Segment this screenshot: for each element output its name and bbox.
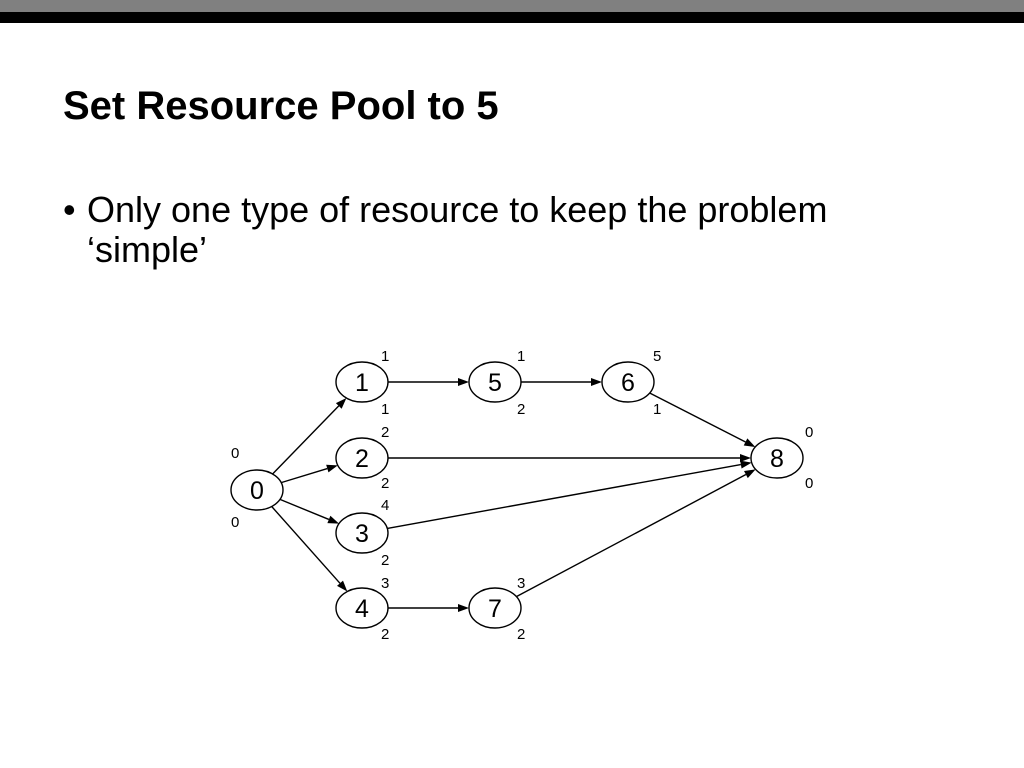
node-circle	[601, 361, 655, 403]
node-6: 6 5 1	[601, 348, 661, 418]
node-circle	[468, 361, 522, 403]
bullet-text: Only one type of resource to keep the pr…	[87, 189, 828, 270]
arrowhead	[458, 604, 469, 612]
node-top-value: 3	[517, 575, 525, 592]
edge-7-8	[516, 469, 756, 598]
edge-3-8	[387, 460, 752, 530]
node-top-value: 0	[231, 445, 239, 462]
edge-6-8	[649, 392, 756, 447]
node-7: 73 2	[468, 575, 525, 643]
node-4: 43 2	[335, 575, 389, 643]
edge-4-7	[388, 604, 469, 612]
node-bottom-value: 2	[517, 626, 525, 643]
arrowhead	[326, 464, 338, 473]
arrowhead	[591, 378, 602, 386]
node-bottom-value: 0	[805, 475, 813, 492]
node-top-value: 2	[381, 424, 389, 441]
top-bar-black	[0, 12, 1024, 23]
edge-1-5	[388, 378, 469, 386]
node-circle	[335, 512, 389, 554]
node-circle	[335, 361, 389, 403]
bullet-item: • Only one type of resource to keep the …	[63, 190, 963, 270]
node-top-value: 0	[805, 424, 813, 441]
node-5: 51 2	[468, 348, 525, 418]
node-top-value: 1	[381, 348, 389, 365]
edge-0-2	[280, 464, 338, 484]
node-8: 8 0 0	[750, 424, 813, 492]
node-label: 6	[621, 369, 635, 397]
node-label: 1	[355, 369, 369, 397]
node-label: 0	[250, 477, 264, 505]
node-bottom-value: 2	[381, 475, 389, 492]
bullet-mark: •	[63, 189, 76, 230]
node-label: 2	[355, 445, 369, 473]
arrowhead	[337, 580, 348, 592]
arrowhead	[335, 398, 347, 409]
arrowhead	[743, 438, 756, 447]
edge-line	[280, 467, 328, 484]
arrowhead	[458, 378, 469, 386]
edges-layer	[271, 378, 756, 612]
node-bottom-value: 2	[517, 401, 525, 418]
edge-0-1	[272, 398, 347, 475]
node-label: 4	[355, 595, 369, 623]
edge-line	[516, 473, 747, 598]
node-top-value: 1	[517, 348, 525, 365]
edge-line	[387, 463, 741, 530]
node-circle	[230, 469, 284, 511]
node-bottom-value: 2	[381, 626, 389, 643]
node-circle	[335, 437, 389, 479]
arrowhead	[740, 460, 752, 469]
node-top-value: 5	[653, 348, 661, 365]
node-2: 222	[335, 424, 389, 492]
arrowhead	[740, 454, 751, 462]
node-3: 34 2	[335, 497, 389, 569]
node-bottom-value: 0	[231, 514, 239, 531]
node-label: 5	[488, 369, 502, 397]
edge-0-3	[279, 498, 340, 524]
slide-title: Set Resource Pool to 5	[63, 84, 499, 128]
edge-5-6	[521, 378, 602, 386]
top-bar-gray	[0, 0, 1024, 12]
node-circle	[468, 587, 522, 629]
edge-line	[649, 392, 746, 443]
edge-2-8	[388, 454, 751, 462]
arrowhead	[744, 469, 756, 479]
edge-line	[272, 405, 340, 475]
edge-0-4	[271, 506, 348, 592]
node-0: 000	[230, 445, 284, 531]
node-top-value: 4	[381, 497, 389, 514]
node-label: 8	[770, 445, 784, 473]
node-bottom-value: 1	[381, 401, 389, 418]
edge-line	[279, 498, 330, 521]
arrowhead	[327, 515, 340, 524]
node-circle	[335, 587, 389, 629]
node-top-value: 3	[381, 575, 389, 592]
node-label: 7	[488, 595, 502, 623]
edge-line	[271, 506, 341, 584]
node-label: 3	[355, 520, 369, 548]
node-1: 111	[335, 348, 389, 418]
node-bottom-value: 1	[653, 401, 661, 418]
node-circle	[750, 437, 804, 479]
node-bottom-value: 2	[381, 552, 389, 569]
